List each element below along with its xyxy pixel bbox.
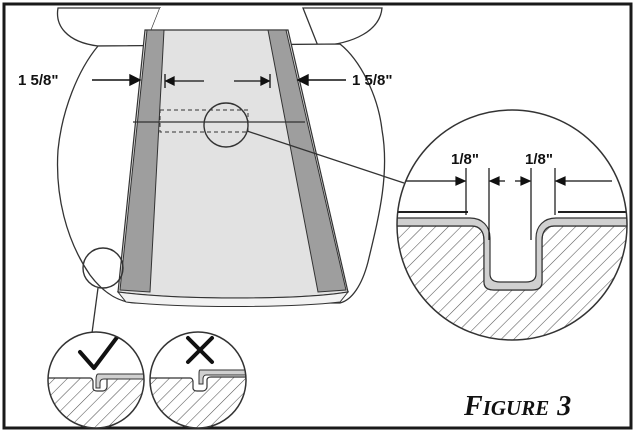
inner-dimension-arrows xyxy=(164,74,271,88)
seat-front-bolster xyxy=(116,291,350,307)
edge-leader-line xyxy=(91,287,99,334)
right-dimension-label: 1 5/8" xyxy=(352,72,392,89)
outer-dimension-arrows xyxy=(92,73,346,87)
seam-callout-circle xyxy=(203,102,249,148)
edge-callout-circle xyxy=(82,247,124,289)
detail-left-gap-label: 1/8" xyxy=(451,151,479,168)
caption-first-letter: F xyxy=(463,391,483,422)
detail-right-gap-label: 1/8" xyxy=(525,151,553,168)
caption-number: 3 xyxy=(556,391,571,422)
seam-leader-line xyxy=(246,130,405,184)
check-mark-icon xyxy=(78,332,126,370)
seat-cover-right-band xyxy=(267,29,347,293)
x-mark-icon xyxy=(186,336,214,364)
caption-rest: IGURE xyxy=(482,396,550,420)
left-dimension-label: 1 5/8" xyxy=(18,72,58,89)
seat-cover-left-band xyxy=(119,29,165,293)
